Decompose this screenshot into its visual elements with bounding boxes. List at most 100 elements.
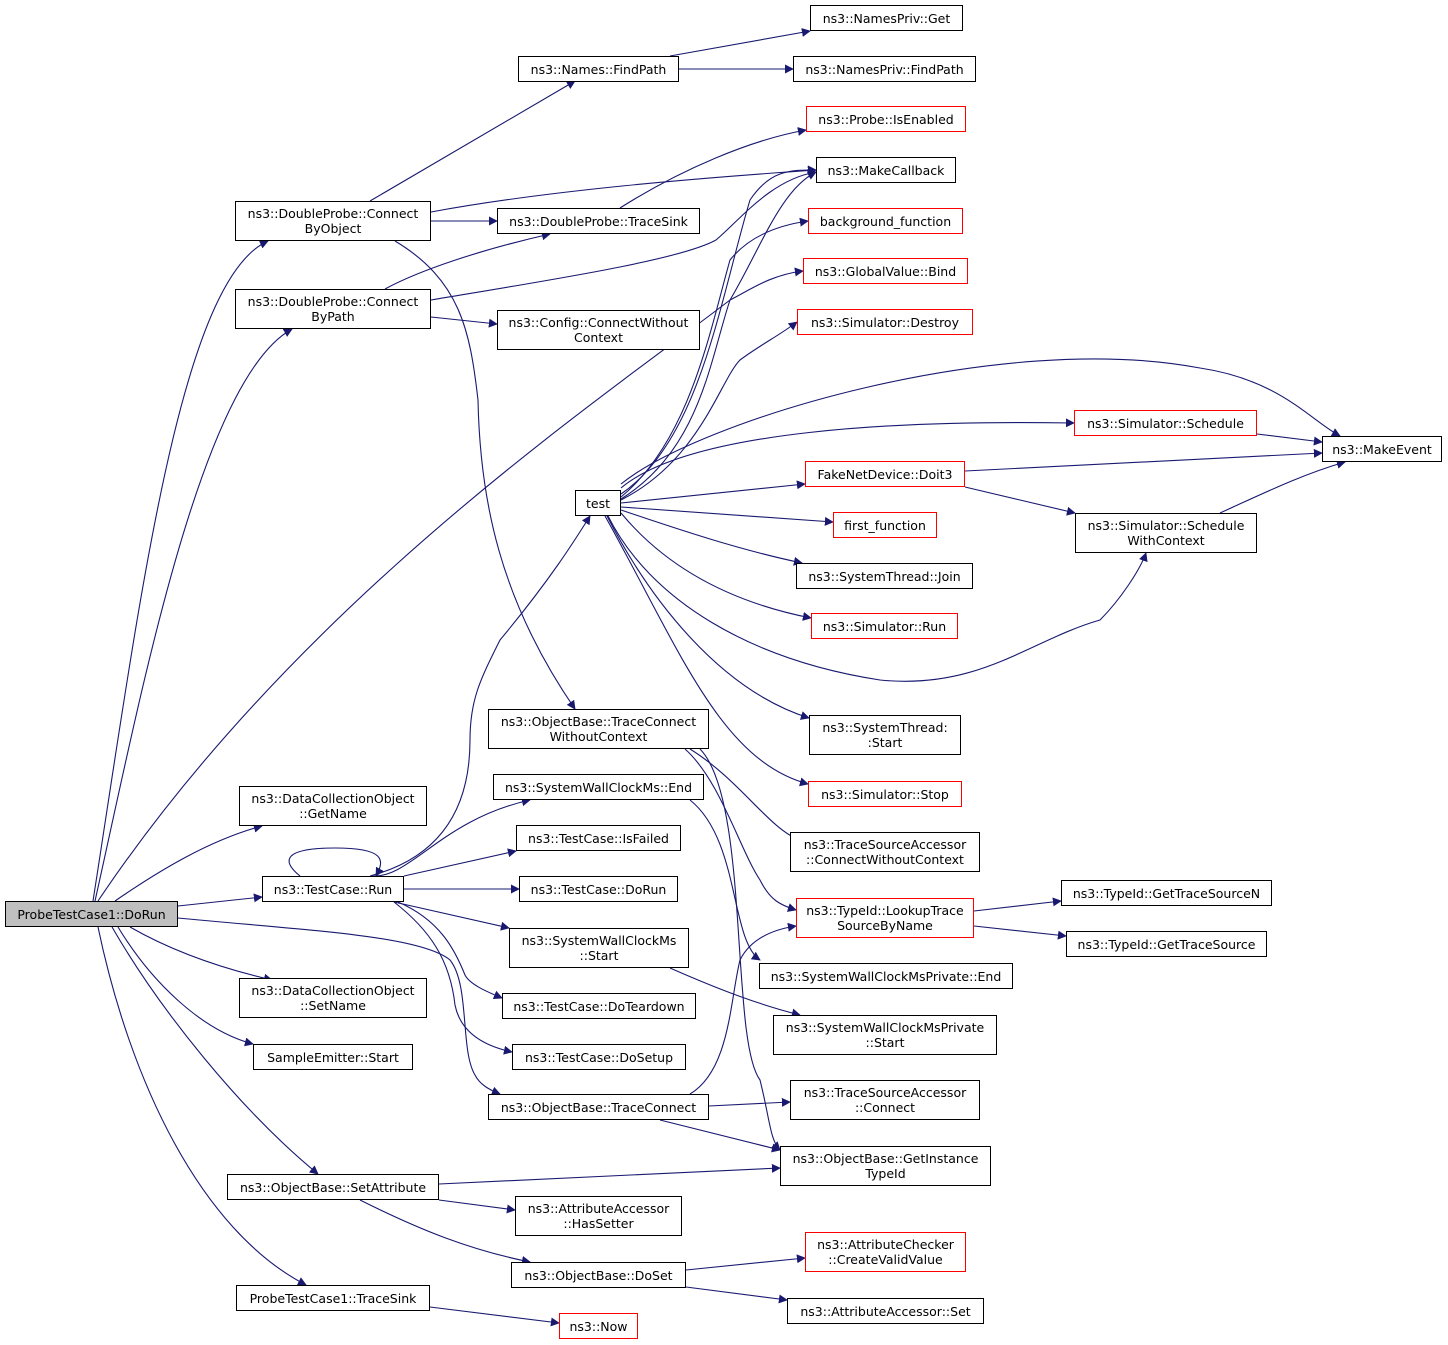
node-testcase-dosetup[interactable]: ns3::TestCase::DoSetup — [512, 1044, 686, 1070]
node-namespriv-get[interactable]: ns3::NamesPriv::Get — [810, 5, 963, 31]
node-label-line: ns3::ObjectBase::TraceConnect — [500, 1099, 697, 1115]
node-sampleemitter-start[interactable]: SampleEmitter::Start — [253, 1044, 413, 1070]
node-first-function[interactable]: first_function — [833, 512, 937, 538]
node-label-line: ns3::Simulator::Destroy — [811, 314, 959, 330]
node-testcase-dorun[interactable]: ns3::TestCase::DoRun — [519, 876, 678, 902]
node-doubleprobe-tracesink[interactable]: ns3::DoubleProbe::TraceSink — [497, 208, 700, 234]
node-label-line: ns3::SystemWallClockMs::End — [504, 779, 693, 795]
node-label-line: ns3::TestCase::Run — [273, 881, 393, 897]
node-label-line: ByObject — [304, 221, 362, 236]
call-edge — [684, 748, 797, 912]
node-label-line: ::GetName — [299, 806, 367, 821]
node-label-line: ns3::TypeId::GetTraceSource — [1077, 936, 1256, 952]
node-label-line: ::ConnectWithoutContext — [806, 852, 964, 867]
call-edge — [369, 797, 531, 877]
node-test[interactable]: test — [575, 490, 621, 516]
node-datacollectionobject-getname[interactable]: ns3::DataCollectionObject::GetName — [239, 786, 427, 826]
node-label-line: ns3::AttributeAccessor::Set — [800, 1303, 971, 1319]
node-systemwallclockms-start[interactable]: ns3::SystemWallClockMs::Start — [509, 928, 689, 968]
node-makecallback[interactable]: ns3::MakeCallback — [816, 157, 956, 183]
node-tracesourceaccessor-connect[interactable]: ns3::TraceSourceAccessor::Connect — [790, 1080, 980, 1120]
node-names-findpath[interactable]: ns3::Names::FindPath — [518, 56, 679, 82]
node-label-line: ::HasSetter — [563, 1216, 634, 1231]
node-label-line: FakeNetDevice::Doit3 — [817, 466, 953, 482]
node-globalvalue-bind[interactable]: ns3::GlobalValue::Bind — [803, 258, 968, 284]
node-typeid-gettracesourcen[interactable]: ns3::TypeId::GetTraceSourceN — [1061, 880, 1272, 906]
call-edge — [620, 506, 834, 526]
call-edge — [620, 217, 809, 498]
node-label-line: TypeId — [865, 1166, 906, 1181]
node-probetestcase1-tracesink[interactable]: ProbeTestCase1::TraceSink — [236, 1285, 430, 1311]
node-simulator-destroy[interactable]: ns3::Simulator::Destroy — [797, 309, 973, 335]
node-label-line: ns3::SystemWallClockMs — [521, 933, 677, 948]
node-label-line: ::SetName — [300, 998, 366, 1013]
node-now[interactable]: ns3::Now — [559, 1313, 638, 1339]
node-label-line: ns3::Simulator::Run — [822, 618, 947, 634]
node-testcase-run[interactable]: ns3::TestCase::Run — [262, 876, 404, 902]
node-systemwallclockmsprivate-start[interactable]: ns3::SystemWallClockMsPrivate::Start — [773, 1015, 997, 1055]
node-testcase-isfailed[interactable]: ns3::TestCase::IsFailed — [516, 825, 681, 851]
node-makeevent[interactable]: ns3::MakeEvent — [1322, 436, 1442, 462]
node-label-line: ProbeTestCase1::TraceSink — [249, 1290, 417, 1306]
node-label-line: :Start — [867, 735, 903, 750]
node-objectbase-traceconnect[interactable]: ns3::ObjectBase::TraceConnect — [488, 1094, 709, 1120]
node-background-function[interactable]: background_function — [808, 208, 963, 234]
node-systemwallclockms-end[interactable]: ns3::SystemWallClockMs::End — [493, 774, 704, 800]
call-edge — [97, 171, 817, 902]
node-tracesourceaccessor-connectwithoutcontext[interactable]: ns3::TraceSourceAccessor::ConnectWithout… — [790, 832, 980, 872]
call-edge — [129, 926, 273, 983]
call-edge — [359, 1199, 531, 1265]
node-attributechecker-createvalidvalue[interactable]: ns3::AttributeChecker::CreateValidValue — [805, 1232, 966, 1272]
node-label-line: ns3::ObjectBase::DoSet — [524, 1267, 673, 1283]
call-edge — [620, 480, 806, 504]
call-edge — [97, 926, 307, 1286]
node-simulator-stop[interactable]: ns3::Simulator::Stop — [808, 781, 962, 807]
node-objectbase-doset[interactable]: ns3::ObjectBase::DoSet — [511, 1262, 686, 1288]
call-edge — [604, 515, 809, 787]
node-attributeaccessor-set[interactable]: ns3::AttributeAccessor::Set — [787, 1298, 984, 1324]
node-attributeaccessor-hassetter[interactable]: ns3::AttributeAccessor::HasSetter — [515, 1196, 682, 1236]
call-edge — [114, 823, 263, 902]
node-label-line: ::Connect — [854, 1100, 916, 1115]
call-edge — [397, 901, 503, 1000]
node-fakenetdevice-doit3[interactable]: FakeNetDevice::Doit3 — [805, 461, 965, 487]
node-typeid-gettracesource[interactable]: ns3::TypeId::GetTraceSource — [1066, 931, 1267, 957]
node-testcase-doteardown[interactable]: ns3::TestCase::DoTeardown — [502, 993, 696, 1019]
call-edge — [394, 240, 576, 710]
node-probe-isenabled[interactable]: ns3::Probe::IsEnabled — [806, 106, 966, 132]
node-label-line: ns3::ObjectBase::SetAttribute — [239, 1179, 427, 1195]
node-systemthread-join[interactable]: ns3::SystemThread::Join — [796, 563, 973, 589]
node-simulator-schedule[interactable]: ns3::Simulator::Schedule — [1074, 410, 1257, 436]
call-edge — [430, 166, 817, 213]
node-label-line: first_function — [844, 517, 926, 533]
node-namespriv-findpath[interactable]: ns3::NamesPriv::FindPath — [793, 56, 976, 82]
call-edge — [620, 358, 1341, 485]
node-objectbase-setattribute[interactable]: ns3::ObjectBase::SetAttribute — [227, 1174, 439, 1200]
node-label-line: background_function — [819, 213, 952, 229]
call-edge — [619, 126, 807, 209]
node-simulator-run[interactable]: ns3::Simulator::Run — [811, 613, 958, 639]
call-edge — [1256, 433, 1323, 446]
node-label-line: ns3::SystemThread: — [822, 720, 948, 735]
node-label-line: ns3::Config::ConnectWithout — [508, 315, 689, 330]
call-edge — [117, 926, 254, 1047]
node-systemthread-start[interactable]: ns3::SystemThread::Start — [809, 715, 961, 755]
node-datacollectionobject-setname[interactable]: ns3::DataCollectionObject::SetName — [239, 978, 427, 1018]
node-label-line: ns3::SystemThread::Join — [808, 568, 961, 584]
node-label-line: ns3::TestCase::DoRun — [530, 881, 667, 897]
call-edge — [964, 448, 1323, 472]
call-edge — [393, 901, 513, 1055]
call-edge — [669, 27, 811, 57]
node-label-line: ns3::SystemWallClockMsPrivate — [785, 1020, 985, 1035]
node-label-line: ns3::GlobalValue::Bind — [814, 263, 957, 279]
call-edge — [964, 486, 1076, 516]
node-label-line: ns3::TestCase::IsFailed — [528, 830, 669, 846]
node-systemwallclockmsprivate-end[interactable]: ns3::SystemWallClockMsPrivate::End — [759, 963, 1013, 989]
